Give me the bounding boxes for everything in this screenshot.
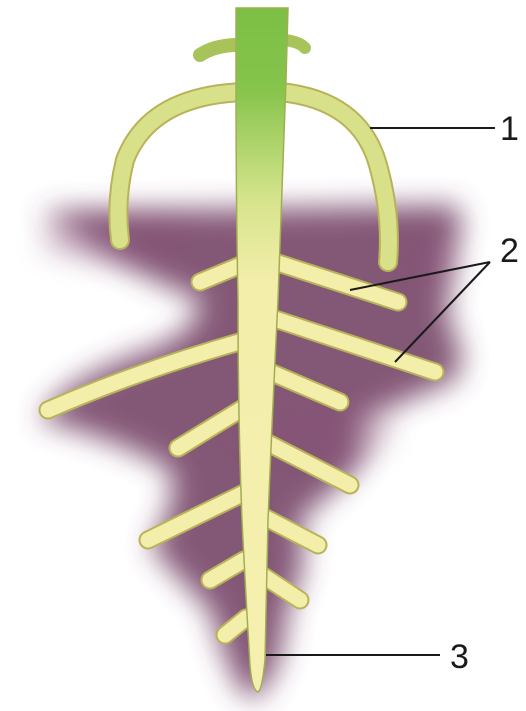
callout-label-1: 1: [500, 110, 519, 148]
callout-label-2: 2: [500, 232, 519, 270]
callout-label-3: 3: [450, 638, 469, 676]
